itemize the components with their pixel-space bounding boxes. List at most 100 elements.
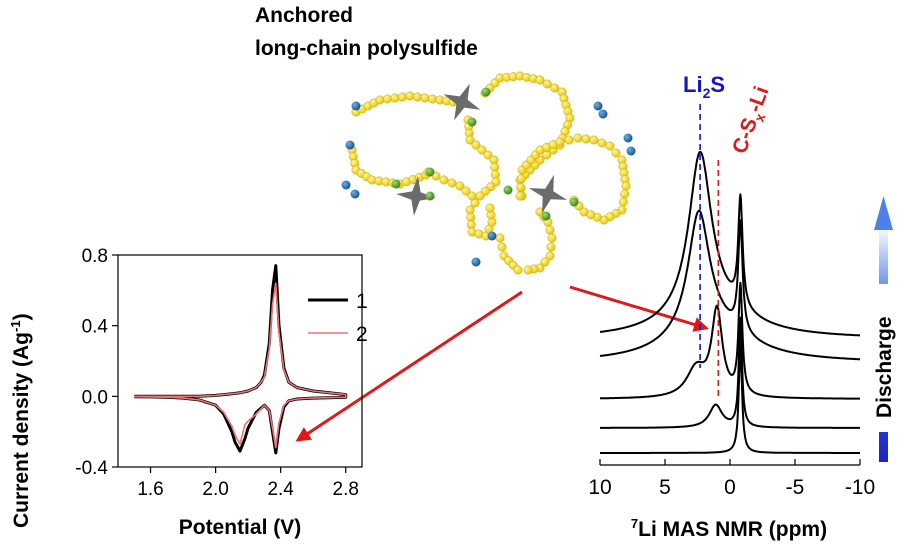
nmr-spectrum-4	[599, 209, 861, 361]
sulfur-atom	[564, 135, 574, 145]
cv-series-2-line	[134, 282, 347, 449]
sulfur-atom	[545, 225, 555, 235]
anchor-carbon-atom	[425, 191, 435, 201]
anchor-carbon-atom	[425, 167, 435, 177]
molecule-title-line2: long-chain polysulfide	[255, 37, 478, 60]
linker-core	[528, 174, 568, 214]
anchor-carbon-atom	[503, 185, 513, 195]
sulfur-atom	[516, 182, 526, 192]
polysulfide-molecule-illustration	[341, 71, 636, 275]
legend-label-2: 2	[356, 323, 368, 346]
sulfur-atom	[383, 94, 392, 104]
cv-plot-frame	[117, 254, 363, 468]
nmr-x-tick-label: 10	[588, 476, 611, 499]
sulfur-atom	[477, 145, 487, 155]
sulfur-atom	[495, 233, 505, 243]
cv-x-tick-label: 1.6	[137, 479, 163, 500]
cv-y-label-end: )	[10, 313, 33, 320]
sulfur-atom	[516, 174, 526, 184]
lithium-atom	[626, 146, 636, 156]
nmr-x-label-main: Li MAS NMR (ppm)	[638, 518, 827, 541]
sulfur-atom	[390, 93, 400, 103]
cv-y-tick-label: 0.0	[82, 387, 108, 408]
sulfur-atom	[589, 135, 599, 145]
nmr-spectrum-1	[599, 343, 861, 454]
sulfur-atom	[523, 265, 533, 275]
sulfur-atom	[455, 181, 465, 191]
sulfur-atom	[605, 141, 615, 151]
anchor-carbon-atom	[391, 179, 401, 189]
anchor-carbon-atom	[467, 117, 477, 127]
cv-y-label-main: Current density (Ag	[10, 332, 33, 528]
li2s-label-end: S	[710, 72, 725, 97]
lithium-atom	[351, 101, 361, 111]
sulfur-atom	[471, 140, 481, 150]
sulfur-atom	[447, 178, 457, 188]
li2s-label-sub: 2	[703, 85, 711, 101]
cv-y-tick-label: 0.4	[82, 317, 109, 338]
sulfur-atom	[611, 148, 621, 158]
lithium-atom	[487, 231, 497, 241]
nmr-spectrum-5	[599, 150, 861, 337]
sulfur-atom	[542, 79, 552, 89]
lithium-atom	[593, 101, 603, 111]
anchor-carbon-atom	[569, 197, 579, 207]
nmr-spectrum-3	[599, 281, 861, 400]
anchor-carbon-atom	[481, 87, 491, 97]
sulfur-atom	[620, 189, 630, 199]
lithium-atom	[350, 189, 360, 199]
sulfur-atom	[535, 75, 545, 85]
arrow-to-nmr	[569, 285, 709, 332]
sulfur-atom	[540, 257, 550, 267]
linker-core	[396, 176, 436, 216]
lithium-atom	[598, 109, 608, 119]
molecule-title-line1: Anchored	[255, 4, 353, 27]
nmr-x-tick-label: 5	[659, 476, 671, 499]
sulfur-atom	[483, 150, 493, 160]
sulfur-atom	[515, 191, 525, 201]
sulfur-atom	[618, 197, 628, 207]
cv-y-tick-label: -0.4	[75, 458, 108, 479]
sulfur-atom	[405, 91, 415, 101]
csxli-label-end: -Li	[743, 83, 773, 115]
sulfur-atom	[375, 95, 385, 105]
sulfur-atom	[439, 175, 449, 185]
nmr-x-tick-label: -5	[786, 476, 805, 499]
cv-y-tick-label: 0.8	[82, 246, 108, 267]
cv-y-axis-label: Current density (Ag-1)	[8, 313, 33, 528]
sulfur-atom	[573, 133, 583, 143]
li2s-label-main: Li	[683, 72, 703, 97]
sulfur-atom	[579, 207, 589, 217]
sulfur-atom	[428, 94, 437, 104]
sulfur-atom	[545, 251, 555, 261]
sulfur-atom	[413, 92, 422, 102]
sulfur-atom	[467, 191, 477, 201]
sulfur-atom	[398, 92, 407, 102]
sulfur-atom	[513, 265, 523, 275]
sulfur-atom	[485, 203, 495, 213]
cv-legend: 1 2	[308, 290, 368, 346]
cv-y-label-sup: -1	[8, 320, 23, 332]
discharge-label-bg	[872, 284, 896, 432]
li2s-label: Li2S	[683, 72, 725, 101]
anchor-carbon-atom	[541, 211, 551, 221]
cv-x-tick-label: 2.0	[202, 479, 228, 500]
nmr-spectrum-2	[599, 316, 861, 429]
csxli-label: C-Sx-Li	[728, 83, 777, 158]
nmr-x-label-sup: 7	[631, 516, 638, 531]
cv-x-tick-label: 2.8	[333, 479, 359, 500]
nmr-x-tick-label: 0	[724, 476, 736, 499]
cv-x-axis-label: Potential (V)	[179, 516, 302, 539]
sulfur-atom	[497, 242, 507, 252]
lithium-atom	[341, 180, 351, 190]
sulfur-atom	[546, 242, 556, 252]
sulfur-atom	[547, 233, 557, 243]
arrow-to-cv	[295, 290, 523, 442]
lithium-atom	[623, 133, 633, 143]
discharge-label: Discharge	[873, 316, 896, 418]
sulfur-atom	[555, 137, 565, 147]
legend-label-1: 1	[356, 290, 368, 313]
nmr-x-tick-label: -10	[845, 476, 875, 499]
cv-x-tick-label: 2.4	[267, 479, 294, 500]
